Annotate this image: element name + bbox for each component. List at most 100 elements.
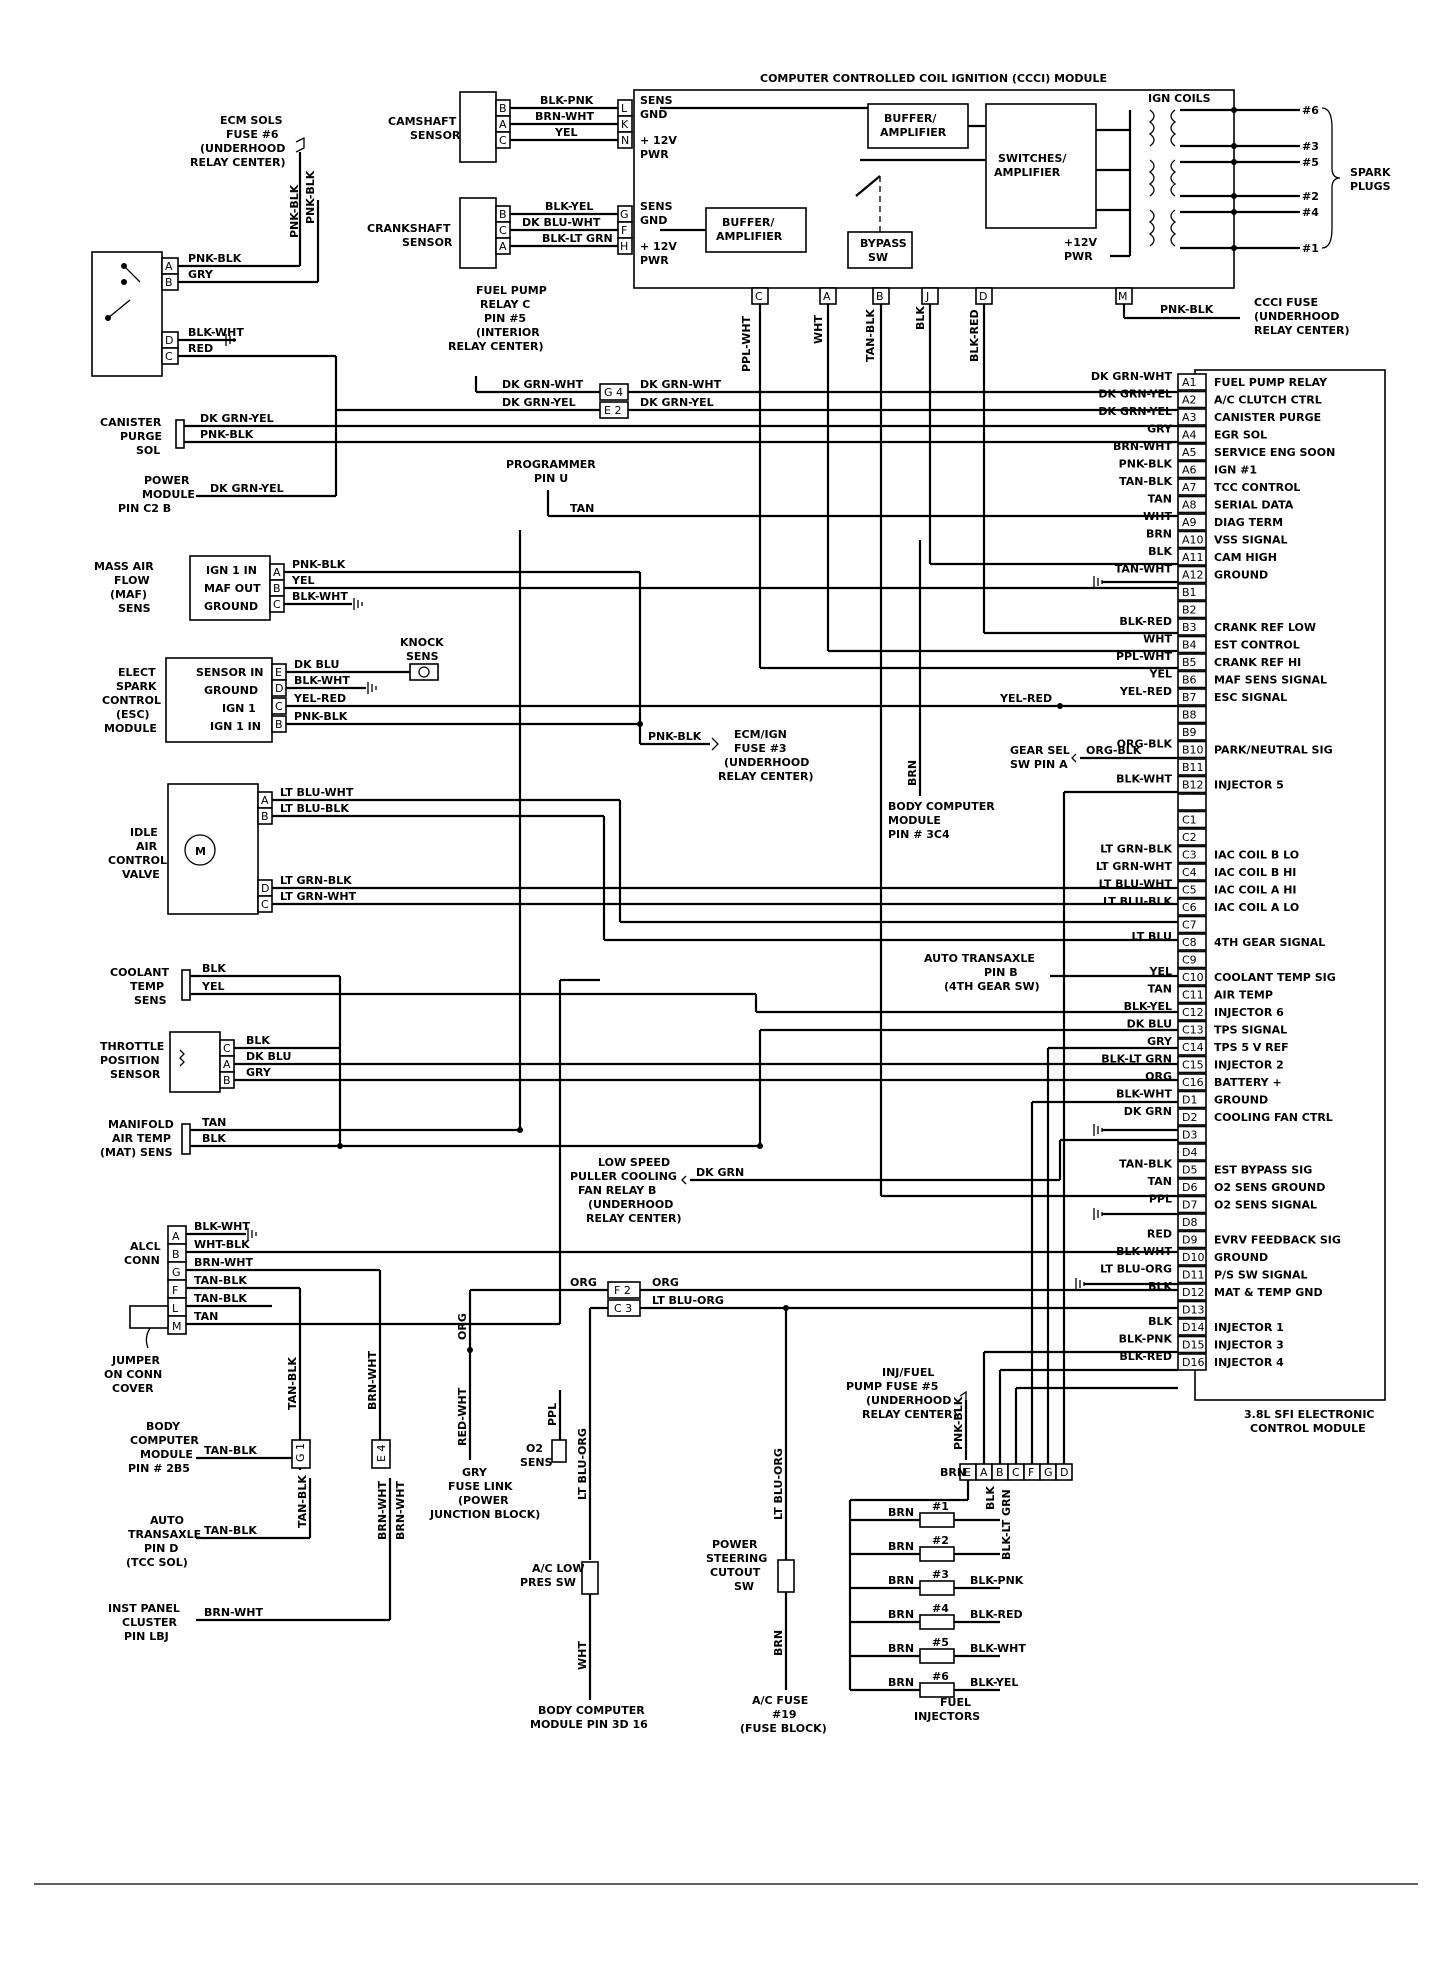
svg-text:RED: RED	[188, 342, 213, 355]
ecm-sols-fuse: ECM SOLS FUSE #6 (UNDERHOOD RELAY CENTER…	[190, 114, 317, 266]
svg-text:CLUSTER: CLUSTER	[122, 1616, 178, 1629]
svg-text:IGN 1 IN: IGN 1 IN	[210, 720, 261, 733]
svg-text:SENS: SENS	[640, 200, 673, 213]
ecm-pin-wire-color: TAN-BLK	[1119, 1158, 1172, 1171]
svg-text:M: M	[172, 1320, 182, 1333]
ccci-internals: BUFFER/ AMPLIFIER BUFFER/ AMPLIFIER SWIT…	[660, 92, 1391, 269]
svg-text:GRY: GRY	[246, 1066, 272, 1079]
ecm-pin-function: FUEL PUMP RELAY	[1214, 376, 1328, 389]
vwire-ppl-wht: PPL-WHT	[740, 315, 753, 372]
ecm-pin-id: A3	[1182, 411, 1197, 424]
svg-text:BODY: BODY	[146, 1420, 181, 1433]
svg-text:VALVE: VALVE	[122, 868, 160, 881]
svg-text:BLK-WHT: BLK-WHT	[188, 326, 244, 339]
svg-text:LT GRN-BLK: LT GRN-BLK	[280, 874, 352, 887]
ecm-pin-box	[1177, 1300, 1207, 1319]
svg-text:INST PANEL: INST PANEL	[108, 1602, 180, 1615]
ecm-pin-function: INJECTOR 1	[1214, 1321, 1284, 1334]
svg-text:GND: GND	[640, 214, 667, 227]
svg-text:BODY COMPUTER: BODY COMPUTER	[538, 1704, 645, 1717]
svg-text:#2: #2	[1302, 190, 1319, 203]
ecm-pin-function: IGN #1	[1214, 464, 1257, 477]
ecm-pin-id: D9	[1182, 1234, 1197, 1247]
svg-text:TRANSAXLE: TRANSAXLE	[128, 1528, 201, 1541]
svg-text:PULLER COOLING: PULLER COOLING	[570, 1170, 677, 1183]
svg-text:PUMP FUSE #5: PUMP FUSE #5	[846, 1380, 938, 1393]
svg-text:L: L	[172, 1302, 179, 1315]
svg-text:BUFFER/: BUFFER/	[722, 216, 775, 229]
ecm-pin-function: PARK/NEUTRAL SIG	[1214, 744, 1333, 757]
ecm-pin-function: SERIAL DATA	[1214, 499, 1294, 512]
ecm-pin-wire-color: PNK-BLK	[1119, 458, 1173, 471]
programmer-pin-u: PROGRAMMER PIN U TAN	[506, 458, 1178, 518]
ecm-pin-wire-color: BLK-PNK	[1119, 1333, 1173, 1346]
svg-text:BYPASS: BYPASS	[860, 237, 907, 250]
ecm-pin-box	[1177, 530, 1207, 549]
svg-text:B: B	[996, 1466, 1004, 1479]
ecm-pin-function: CANISTER PURGE	[1214, 411, 1321, 424]
ecm-pin-id: D8	[1182, 1216, 1197, 1229]
svg-text:BLK: BLK	[246, 1034, 270, 1047]
svg-text:RELAY CENTER): RELAY CENTER)	[862, 1408, 958, 1421]
svg-text:D: D	[979, 290, 987, 303]
svg-text:(POWER: (POWER	[458, 1494, 509, 1507]
svg-text:#5: #5	[1302, 156, 1319, 169]
svg-text:CONTROL: CONTROL	[108, 854, 167, 867]
ecm-pin-function: P/S SW SIGNAL	[1214, 1269, 1308, 1282]
ecm-pin-id: B6	[1182, 674, 1197, 687]
svg-text:(4TH GEAR SW): (4TH GEAR SW)	[944, 980, 1040, 993]
svg-text:SPARK: SPARK	[116, 680, 157, 693]
svg-text:TEMP: TEMP	[130, 980, 164, 993]
svg-text:LT BLU-ORG: LT BLU-ORG	[576, 1428, 589, 1500]
ac-low-pressure-switch: LT BLU-ORG A/C LOW PRES SW WHT BODY COMP…	[520, 1428, 648, 1731]
svg-text:THROTTLE: THROTTLE	[100, 1040, 164, 1053]
svg-text:TAN-BLK: TAN-BLK	[194, 1274, 247, 1287]
svg-text:AUTO TRANSAXLE: AUTO TRANSAXLE	[924, 952, 1035, 965]
ecm-pin-box	[1177, 1248, 1207, 1266]
svg-text:GRY: GRY	[188, 268, 214, 281]
injector-feed-wire: BRN	[888, 1642, 914, 1655]
ecm-pin-box	[1177, 898, 1207, 916]
ecm-pin-box	[1177, 653, 1207, 671]
ecm-pin-id: B7	[1182, 691, 1197, 704]
ecm-pin-function: CRANK REF HI	[1214, 656, 1301, 669]
svg-text:TAN-BLK: TAN-BLK	[204, 1444, 257, 1457]
ecm-pin-box	[1177, 1160, 1207, 1179]
camshaft-sensor-label-2: SENSOR	[410, 129, 461, 142]
svg-text:PNK-BLK: PNK-BLK	[288, 184, 301, 238]
svg-text:YEL: YEL	[201, 980, 225, 993]
svg-text:B: B	[223, 1074, 231, 1087]
svg-text:MODULE: MODULE	[104, 722, 157, 735]
svg-text:PLUGS: PLUGS	[1350, 180, 1391, 193]
ecm-pin-function: AIR TEMP	[1214, 989, 1273, 1002]
ecm-pin-function: TPS SIGNAL	[1214, 1024, 1287, 1037]
svg-text:LOW SPEED: LOW SPEED	[598, 1156, 670, 1169]
ecm-pin-wire-color: LT BLU-BLK	[1103, 895, 1172, 908]
svg-text:BRN-WHT: BRN-WHT	[366, 1351, 379, 1410]
svg-text:SWITCHES/: SWITCHES/	[998, 152, 1067, 165]
svg-text:PNK-BLK: PNK-BLK	[304, 170, 317, 224]
ecm-pin-box	[1177, 1195, 1207, 1214]
ecm-pin-wire-color: BRN	[1146, 528, 1172, 541]
ecm-pin-id: A7	[1182, 481, 1197, 494]
ecm-pin-wire-color: RED	[1147, 1228, 1172, 1241]
ecm-pin-id: A2	[1182, 394, 1197, 407]
svg-text:RELAY CENTER): RELAY CENTER)	[1254, 324, 1350, 337]
svg-text:B: B	[275, 718, 283, 731]
svg-text:(FUSE BLOCK): (FUSE BLOCK)	[740, 1722, 827, 1735]
ecm-pin-id: C5	[1182, 884, 1197, 897]
svg-text:RELAY C: RELAY C	[480, 298, 530, 311]
ecm-pin-id: A12	[1182, 569, 1204, 582]
svg-text:MAF OUT: MAF OUT	[204, 582, 261, 595]
ecm-pin-id: C1	[1182, 814, 1197, 827]
ecm-pin-id: C10	[1182, 971, 1204, 984]
ecm-pin-id: D15	[1182, 1339, 1204, 1352]
ecm-pin-function: IAC COIL B LO	[1214, 849, 1299, 862]
ecm-box	[1194, 369, 1386, 1401]
svg-text:DK BLU: DK BLU	[294, 658, 339, 671]
injector-number: #3	[932, 1568, 949, 1581]
ecm-pin-box	[1177, 408, 1207, 426]
svg-text:A: A	[273, 566, 281, 579]
ecm-pin-id: B11	[1182, 761, 1204, 774]
ecm-pin-box	[1177, 793, 1207, 811]
